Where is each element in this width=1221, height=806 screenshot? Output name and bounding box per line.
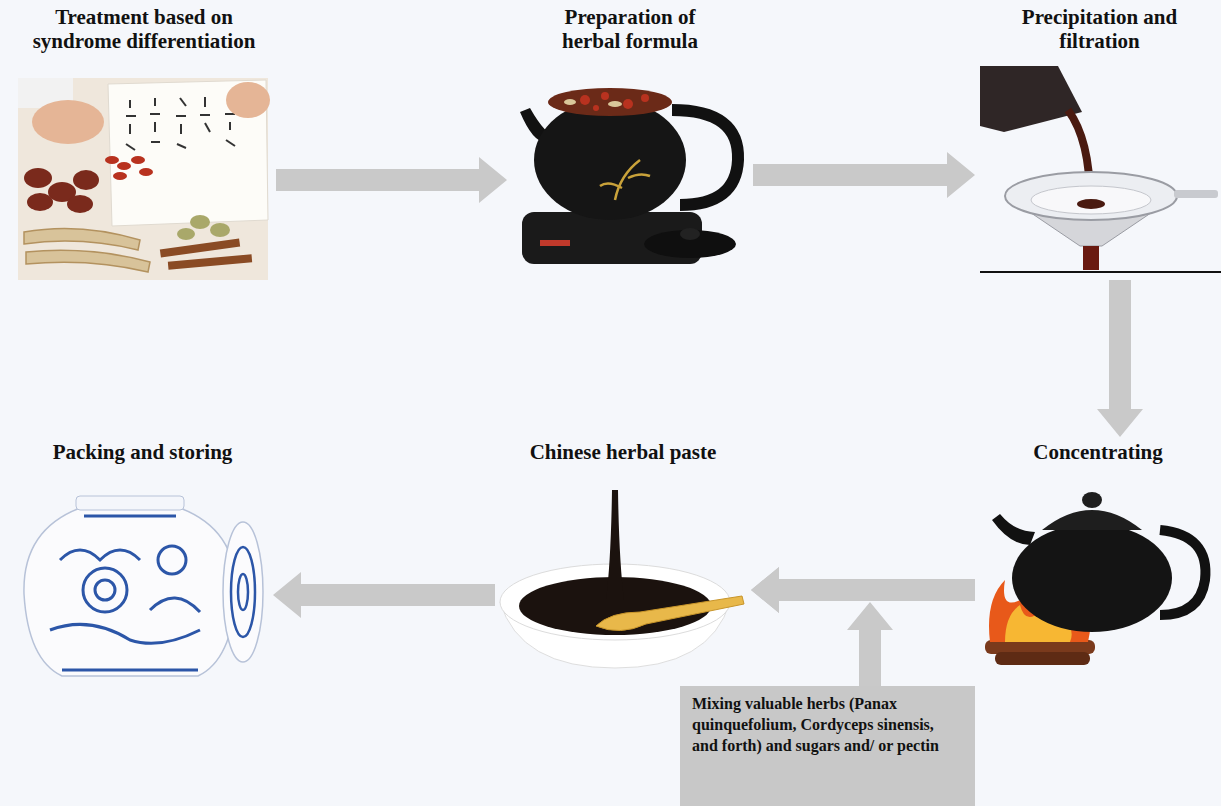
right-hand: [226, 82, 270, 118]
funnel-rim: [1005, 172, 1177, 220]
process-step: Treatment based on syndrome differentiat…: [15, 5, 273, 283]
herbs-photo: [18, 78, 270, 280]
arrow-shape: [847, 602, 893, 686]
step-heading: Precipitation and filtration: [997, 5, 1202, 53]
jar-body: [24, 508, 236, 676]
step-heading: Preparation of herbal formula: [540, 5, 720, 53]
pot-body: [534, 100, 686, 220]
filter-cloth: [1031, 186, 1151, 214]
flow-arrow: [753, 152, 975, 198]
kettle-body: [1012, 524, 1172, 632]
pot-herbs: [580, 92, 649, 111]
process-step: Packing and storing: [15, 440, 270, 685]
lid-knob: [680, 228, 700, 240]
kettle-spout: [992, 514, 1035, 545]
jar-band: [84, 515, 176, 518]
filtration-photo: [980, 66, 1221, 272]
process-step: Precipitation and filtration: [978, 5, 1221, 277]
arrow-shape: [273, 572, 495, 618]
arrow-shape: [276, 157, 507, 203]
kettle-on-fire: [985, 492, 1205, 665]
pot-slices: [564, 99, 622, 107]
kettle-lid: [1042, 510, 1142, 530]
funnel-stem: [1083, 246, 1099, 270]
flow-arrow: [751, 567, 893, 686]
left-hand: [32, 100, 104, 144]
filtrate: [1077, 199, 1105, 209]
spoon: [596, 596, 744, 631]
paste-bowl: [500, 490, 744, 668]
pot-opening: [548, 88, 672, 116]
funnel-handle: [1174, 190, 1218, 198]
goji-berries: [105, 156, 153, 180]
jujubes: [24, 168, 99, 213]
step-heading: Concentrating: [978, 440, 1218, 464]
pouring-jug: [980, 66, 1082, 132]
process-step: Chinese herbal paste: [498, 440, 748, 668]
ginseng-roots: [24, 228, 150, 272]
kettle-knob: [1082, 492, 1102, 508]
flow-arrow: [1097, 280, 1143, 437]
flow-arrow: [273, 572, 495, 618]
cardamom: [177, 215, 230, 240]
base-display: [540, 240, 570, 246]
arrow-shape: [1097, 280, 1143, 437]
process-step: Concentrating: [978, 440, 1218, 668]
arrow-shape: [751, 567, 881, 613]
paste-drip: [606, 490, 624, 600]
cinnamon-sticks: [160, 238, 252, 269]
jar-flowers: [50, 546, 200, 643]
bench-line: [980, 271, 1221, 273]
jar-foot-band: [62, 669, 198, 672]
ingredient-box: Mixing valuable herbs (Panax quinquefoli…: [680, 686, 975, 806]
jar-neck: [76, 496, 184, 510]
decoction-pot: [520, 88, 738, 264]
script-strokes: [126, 96, 235, 150]
step-heading: Treatment based on syndrome differentiat…: [15, 5, 273, 53]
logs: [985, 640, 1095, 665]
lid-pattern: [231, 547, 255, 637]
arrow-shape: [751, 567, 975, 613]
step-heading: Packing and storing: [15, 440, 270, 464]
process-step: Preparation of herbal formula: [510, 5, 750, 275]
flow-arrow: [276, 157, 507, 203]
jar-lid: [223, 522, 263, 662]
porcelain-jar: [24, 496, 263, 676]
arrow-shape: [753, 152, 975, 198]
gold-decoration: [600, 160, 650, 200]
flow-arrow: [751, 567, 975, 613]
box-text: Mixing valuable herbs (Panax quinquefoli…: [692, 694, 963, 756]
step-heading: Chinese herbal paste: [498, 440, 748, 464]
